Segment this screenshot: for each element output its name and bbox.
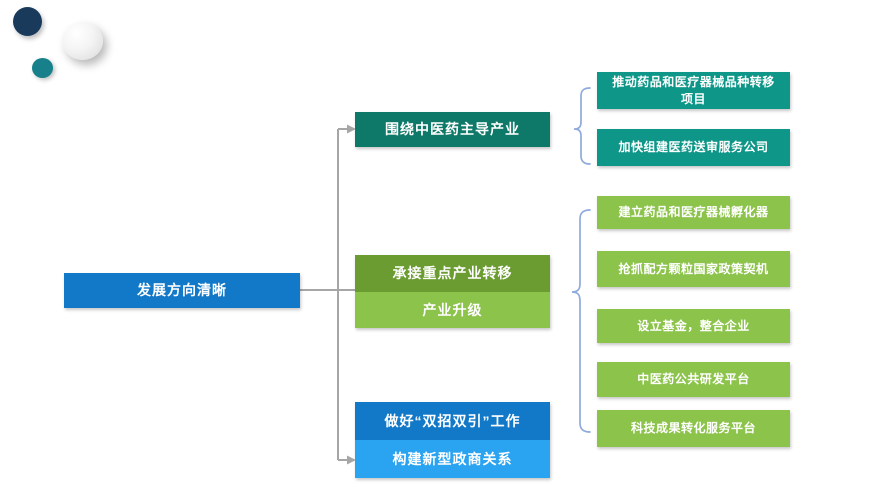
node-root-label: 发展方向清晰 [137,282,227,299]
node-branch2-top: 承接重点产业转移 [355,255,550,292]
node-branch2-bottom-label: 产业升级 [422,301,483,318]
node-label: 中医药公共研发平台 [637,372,750,387]
node-branch1: 围绕中医药主导产业 [355,112,550,147]
node-branch2-top-label: 承接重点产业转移 [392,265,513,282]
node-branch2-child-3: 设立基金，整合企业 [597,309,790,343]
decor-circle-teal [32,58,53,78]
node-label: 抢抓配方颗粒国家政策契机 [618,261,769,276]
node-branch3: 做好“双招双引”工作 构建新型政商关系 [355,402,550,478]
node-branch2-child-2: 抢抓配方颗粒国家政策契机 [597,251,790,287]
brace-icon [573,87,591,165]
node-label: 推动药品和医疗器械品种转移项目 [612,75,775,106]
node-branch3-top-label: 做好“双招双引”工作 [384,413,521,429]
node-branch1-child-2: 加快组建医药送审服务公司 [597,129,790,166]
node-branch3-top: 做好“双招双引”工作 [355,402,550,440]
node-branch2-child-5: 科技成果转化服务平台 [597,410,790,447]
brace-icon [571,209,591,433]
node-label: 建立药品和医疗器械孵化器 [618,205,769,220]
node-branch3-bottom-label: 构建新型政商关系 [392,451,513,467]
node-branch1-child-1: 推动药品和医疗器械品种转移项目 [597,72,790,109]
node-label: 设立基金，整合企业 [637,318,750,333]
node-label: 科技成果转化服务平台 [630,421,756,436]
decor-circle-navy [13,7,42,36]
node-label: 加快组建医药送审服务公司 [618,140,769,155]
node-branch2: 承接重点产业转移 产业升级 [355,255,550,328]
node-branch2-child-4: 中医药公共研发平台 [597,362,790,397]
node-branch2-bottom: 产业升级 [355,291,550,328]
node-branch1-label: 围绕中医药主导产业 [385,121,520,138]
node-branch3-bottom: 构建新型政商关系 [355,440,550,478]
node-root: 发展方向清晰 [64,273,300,308]
node-branch2-child-1: 建立药品和医疗器械孵化器 [597,196,790,229]
decor-circle-white [62,22,103,60]
